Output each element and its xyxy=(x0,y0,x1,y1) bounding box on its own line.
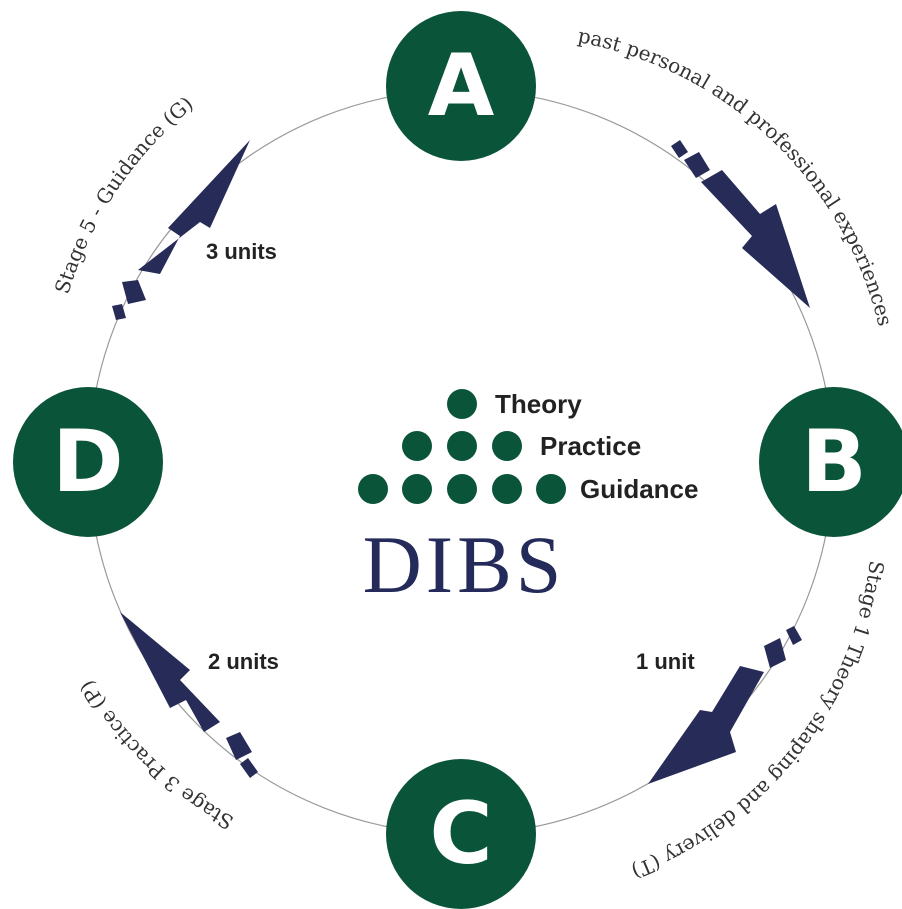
arrow-c-to-d xyxy=(120,612,258,778)
brand-title: DIBS xyxy=(363,519,566,610)
node-a: A xyxy=(386,11,536,161)
legend-practice: Practice xyxy=(540,431,641,461)
arrow-d-to-a xyxy=(112,140,250,320)
node-c: C xyxy=(386,759,536,909)
node-a-letter: A xyxy=(428,36,495,136)
pyramid-legend xyxy=(358,389,566,504)
theory-dot xyxy=(447,389,477,419)
arc-label-d-to-a-path: Stage 5 - Guidance (G) xyxy=(50,91,198,296)
arc-label-c-to-d-path: Stage 3 Practice (P) xyxy=(74,676,237,834)
legend-guidance: Guidance xyxy=(580,474,698,504)
practice-dot xyxy=(402,431,432,461)
node-b: B xyxy=(759,387,902,537)
arc-label-b-to-c-path: Stage 1 Theory shaping and delivery (T) xyxy=(628,559,889,884)
arc-label-b-to-c: Stage 1 Theory shaping and delivery (T) xyxy=(628,559,889,884)
node-b-letter: B xyxy=(801,412,867,512)
units-label-d-to-a: 3 units xyxy=(206,239,277,264)
practice-dot xyxy=(492,431,522,461)
units-label-b-to-c: 1 unit xyxy=(636,649,695,674)
arrow-b-to-c xyxy=(648,626,802,784)
guidance-dot xyxy=(358,474,388,504)
guidance-dot xyxy=(536,474,566,504)
legend-theory: Theory xyxy=(495,389,582,419)
node-d: D xyxy=(13,387,163,537)
units-label-c-to-d: 2 units xyxy=(208,649,279,674)
arc-label-c-to-d: Stage 3 Practice (P) xyxy=(74,676,237,834)
arrow-a-to-b xyxy=(671,140,810,308)
node-d-letter: D xyxy=(52,412,123,512)
node-c-letter: C xyxy=(429,784,492,884)
arc-label-d-to-a: Stage 5 - Guidance (G) xyxy=(50,91,198,296)
guidance-dot xyxy=(492,474,522,504)
arc-label-a-to-b: past personal and professional experienc… xyxy=(576,23,897,328)
guidance-dot xyxy=(402,474,432,504)
guidance-dot xyxy=(447,474,477,504)
practice-dot xyxy=(447,431,477,461)
arc-label-a-to-b-path: past personal and professional experienc… xyxy=(576,23,897,328)
